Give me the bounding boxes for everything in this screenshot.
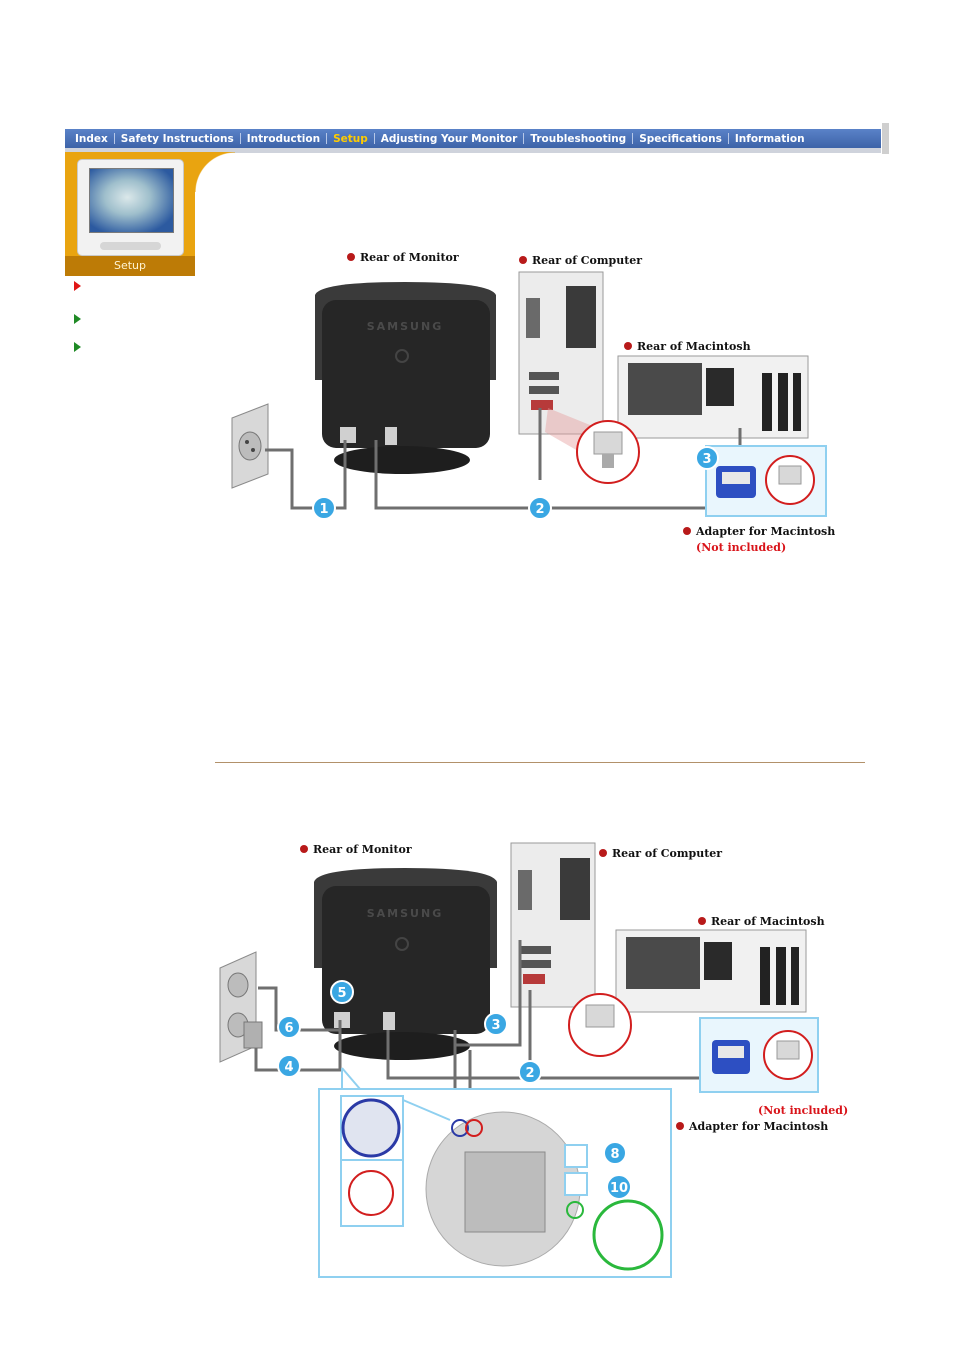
nav-information[interactable]: Information [734, 132, 805, 145]
label-not-included: (Not included) [758, 1104, 849, 1117]
nav-separator [523, 133, 525, 144]
bullet-icon [519, 256, 527, 264]
nav-separator [727, 133, 729, 144]
nav-separator [239, 133, 241, 144]
svg-text:3: 3 [491, 1018, 500, 1033]
monitor-thumbnail-stand [100, 242, 161, 250]
bullet-icon [698, 917, 706, 925]
label-rear-of-computer: Rear of Computer [519, 254, 642, 267]
bullet-icon [300, 845, 308, 853]
macintosh-rear-icon [615, 929, 807, 1013]
svg-text:8: 8 [610, 1147, 619, 1162]
nav-separator [113, 133, 115, 144]
section-label: Setup [65, 256, 195, 276]
section-header-curve [195, 152, 235, 192]
label-rear-of-macintosh: Rear of Macintosh [698, 915, 825, 928]
nav-adjusting-your-monitor[interactable]: Adjusting Your Monitor [380, 132, 518, 145]
callout-badge: 1 [312, 496, 336, 520]
monitor-brand-text: SAMSUNG [367, 907, 443, 920]
nav-separator [632, 133, 634, 144]
bullet-icon [683, 527, 691, 535]
nav-troubleshooting[interactable]: Troubleshooting [530, 132, 627, 145]
section-divider [215, 762, 865, 763]
monitor-detail-panel [318, 1067, 672, 1278]
monitor-thumbnail [78, 160, 183, 255]
label-adapter-for-macintosh: Adapter for Macintosh [683, 525, 835, 538]
label-not-included: (Not included) [696, 541, 787, 554]
callout-badge: 8 [603, 1141, 627, 1165]
label-adapter-for-macintosh: Adapter for Macintosh [676, 1120, 828, 1133]
nav-safety-instructions[interactable]: Safety Instructions [120, 132, 234, 145]
label-rear-of-monitor: Rear of Monitor [347, 251, 459, 264]
callout-badge: 4 [277, 1054, 301, 1078]
svg-text:10: 10 [610, 1181, 628, 1196]
nav-introduction[interactable]: Introduction [246, 132, 321, 145]
svg-text:1: 1 [319, 502, 328, 517]
connection-diagram-1: 1 2 3 SAMSUNG Rear of Monitor Rear of Co… [0, 0, 954, 570]
callout-badge: 2 [518, 1060, 542, 1084]
sidebar-arrow-icon[interactable] [74, 314, 81, 324]
nav-separator [373, 133, 375, 144]
svg-text:5: 5 [337, 986, 346, 1001]
label-rear-of-computer: Rear of Computer [599, 847, 722, 860]
nav-bar-end-cap [882, 123, 889, 154]
connector-detail-icon [568, 993, 819, 1093]
monitor-rear-icon [315, 282, 496, 474]
computer-tower-icon [518, 271, 604, 435]
svg-text:2: 2 [535, 502, 544, 517]
callout-badge: 5 [330, 980, 354, 1004]
callout-badge: 3 [484, 1012, 508, 1036]
svg-text:6: 6 [284, 1021, 293, 1036]
callout-badge: 10 [606, 1174, 632, 1200]
wall-outlet-icon [219, 951, 263, 1063]
monitor-thumbnail-screen [89, 168, 174, 233]
label-rear-of-macintosh: Rear of Macintosh [624, 340, 751, 353]
callout-badge: 6 [277, 1015, 301, 1039]
connector-detail-icon [545, 408, 827, 517]
monitor-rear-icon [314, 868, 497, 1060]
nav-specifications[interactable]: Specifications [639, 132, 722, 145]
bullet-icon [599, 849, 607, 857]
computer-tower-icon [510, 842, 596, 1008]
callout-badge: 3 [695, 446, 719, 470]
label-rear-of-monitor: Rear of Monitor [300, 843, 412, 856]
nav-index[interactable]: Index [75, 132, 108, 145]
macintosh-rear-icon [617, 355, 809, 439]
diagram-1-artwork: 1 2 3 SAMSUNG [231, 271, 827, 520]
bullet-icon [624, 342, 632, 350]
bullet-icon [347, 253, 355, 261]
bullet-icon [676, 1122, 684, 1130]
cables [265, 408, 742, 510]
nav-bar-shadow [65, 148, 881, 153]
svg-text:4: 4 [284, 1060, 293, 1075]
nav-separator [326, 133, 328, 144]
monitor-brand-text: SAMSUNG [367, 320, 443, 333]
svg-text:2: 2 [525, 1066, 534, 1081]
top-nav-bar: Index Safety Instructions Introduction S… [65, 123, 889, 154]
callout-badge: 2 [528, 496, 552, 520]
wall-outlet-icon [231, 403, 269, 489]
svg-text:3: 3 [702, 452, 711, 467]
sidebar-arrow-icon-active[interactable] [74, 281, 81, 291]
nav-setup[interactable]: Setup [333, 132, 368, 145]
sidebar-arrow-icon[interactable] [74, 342, 81, 352]
